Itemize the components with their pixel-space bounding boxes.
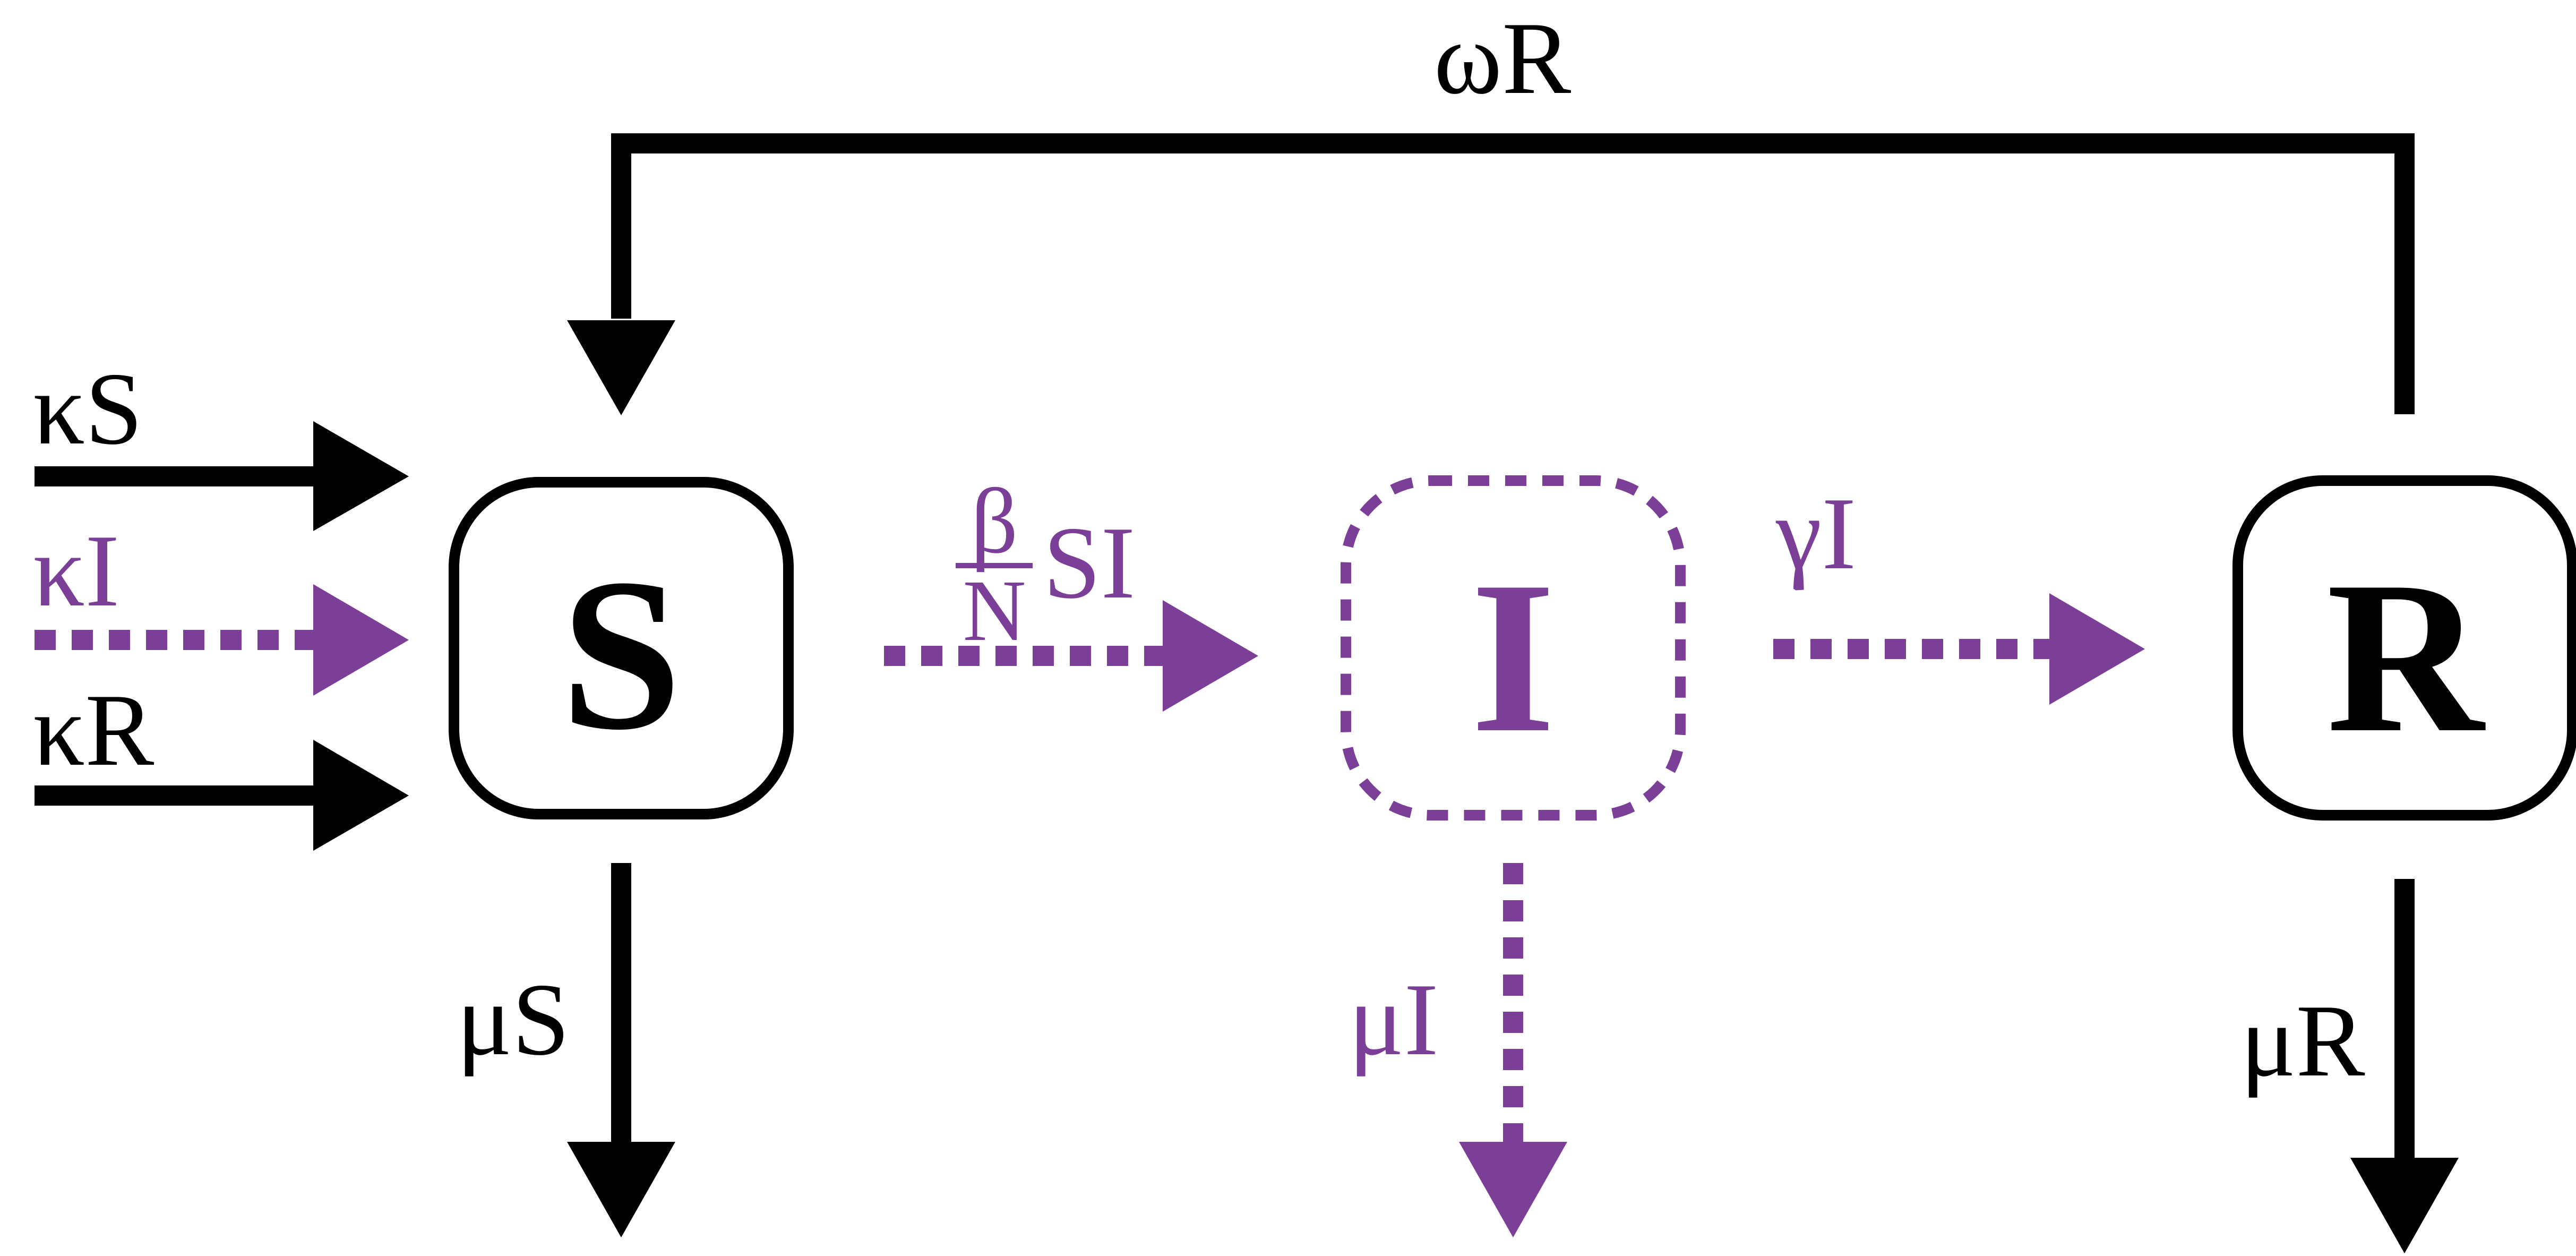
infection-rate-label: β N SI (956, 469, 1135, 659)
si-symbol: SI (1043, 506, 1135, 620)
recovery-arrow (1773, 593, 2145, 705)
beta-symbol: β (971, 469, 1018, 573)
infection-arrow (884, 600, 1258, 712)
mu-i-arrow (1459, 863, 1567, 1237)
mu-s-arrow (567, 863, 675, 1237)
mu-i-label: μI (1349, 962, 1438, 1077)
kappa-i-arrow (35, 584, 409, 696)
node-s-letter: S (561, 534, 682, 775)
mu-s-label: μS (457, 962, 570, 1077)
mu-r-arrow (2350, 879, 2459, 1253)
node-recovered: R (2232, 475, 2576, 821)
mu-r-label: μR (2240, 984, 2365, 1098)
n-symbol: N (963, 562, 1026, 659)
kappa-r-arrow (35, 740, 409, 851)
gamma-i-label: γI (1775, 476, 1856, 591)
kappa-i-label: κI (33, 514, 119, 628)
node-i-letter: I (1471, 536, 1556, 777)
node-r-letter: R (2326, 536, 2486, 777)
kappa-s-label: κS (33, 352, 143, 466)
kappa-s-arrow (35, 421, 409, 531)
omega-r-feedback-arrow (567, 133, 2415, 415)
omega-r-label: ωR (1434, 1, 1571, 116)
kappa-r-label: κR (33, 673, 154, 788)
node-infected: I (1341, 475, 1686, 821)
node-susceptible: S (449, 477, 794, 819)
